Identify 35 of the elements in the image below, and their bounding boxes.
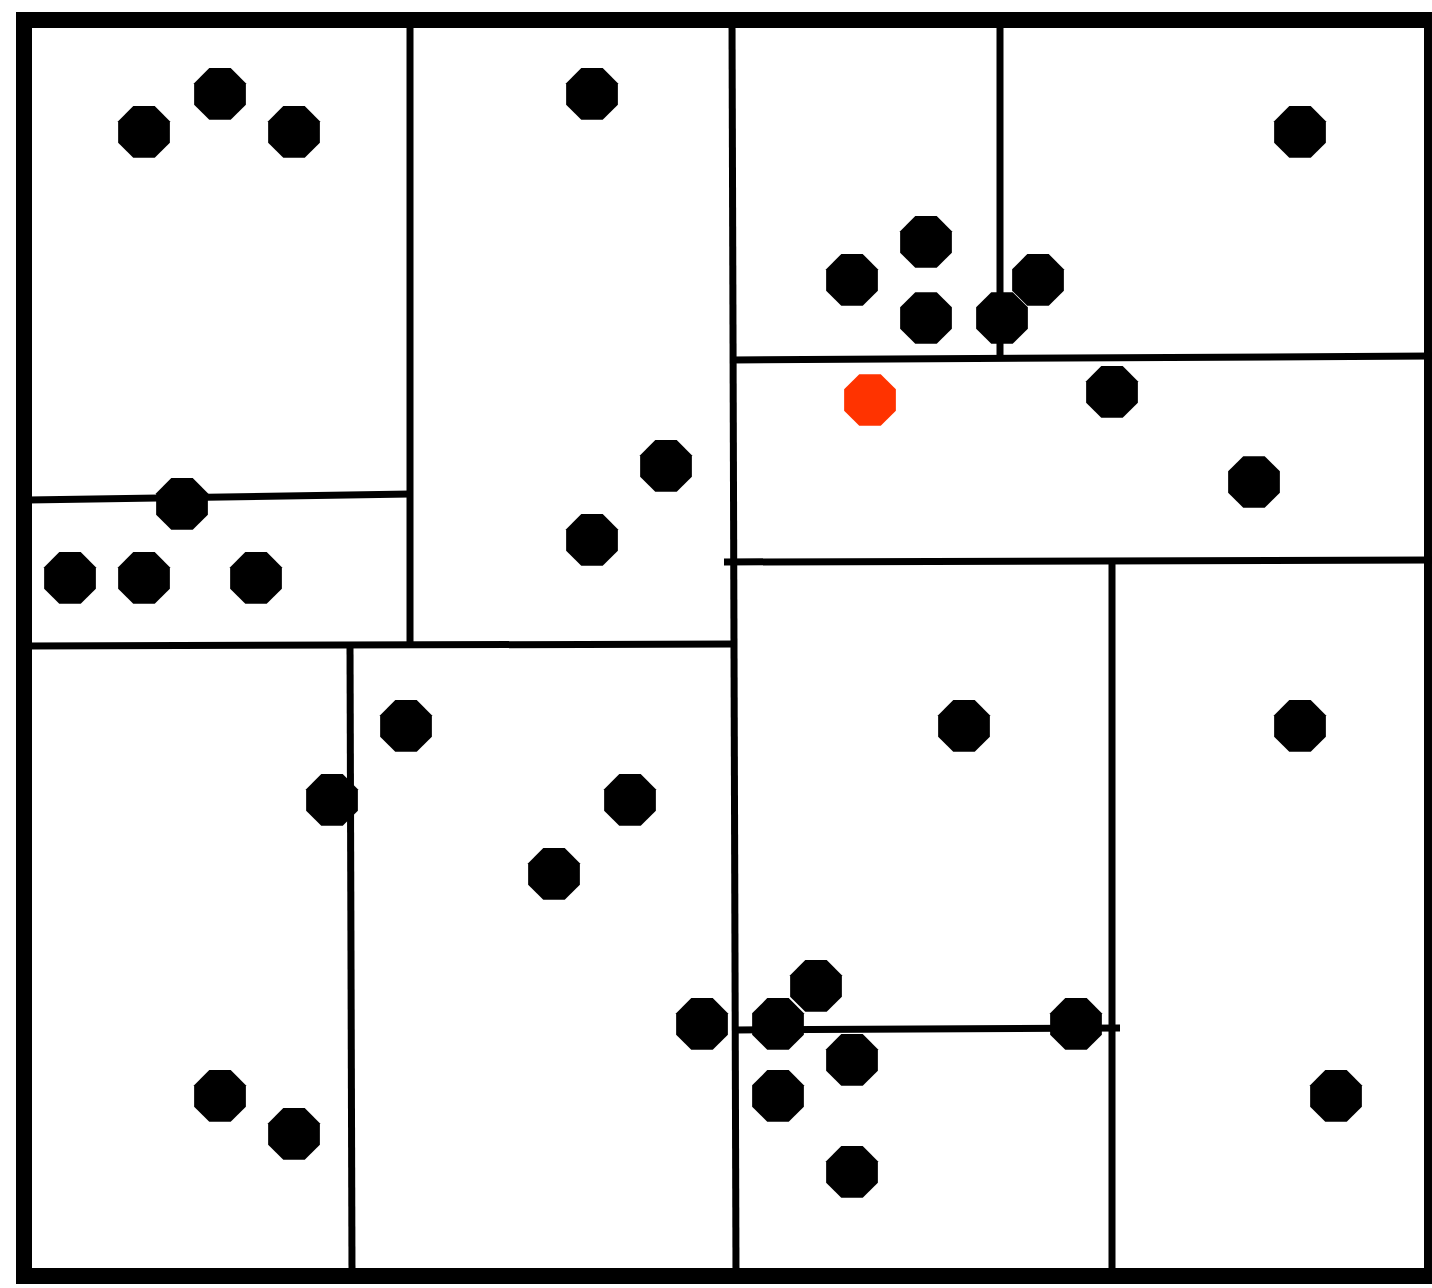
point-marker [900,216,952,268]
point-marker [380,700,432,752]
point-marker [604,774,656,826]
point-marker [230,552,282,604]
point-marker [268,1108,320,1160]
point-marker [1050,998,1102,1050]
point-marker [44,552,96,604]
point-marker [900,292,952,344]
point-marker [976,292,1028,344]
point-marker [306,774,358,826]
point-marker [194,68,246,120]
point-marker [826,1034,878,1086]
point-marker [528,848,580,900]
point-marker [1228,456,1280,508]
point-marker [826,1146,878,1198]
point-marker [752,1070,804,1122]
highlighted-point [844,374,896,426]
point-marker [1086,366,1138,418]
point-marker [1012,254,1064,306]
point-marker [1310,1070,1362,1122]
point-marker [156,478,208,530]
point-marker [640,440,692,492]
point-marker [790,960,842,1012]
point-marker [118,552,170,604]
point-marker [826,254,878,306]
point-marker [194,1070,246,1122]
point-marker [1274,106,1326,158]
point-marker [566,514,618,566]
point-marker [118,106,170,158]
point-marker [566,68,618,120]
point-marker [752,998,804,1050]
point-marker [268,106,320,158]
point-marker [938,700,990,752]
point-marker [1274,700,1326,752]
point-marker [676,998,728,1050]
